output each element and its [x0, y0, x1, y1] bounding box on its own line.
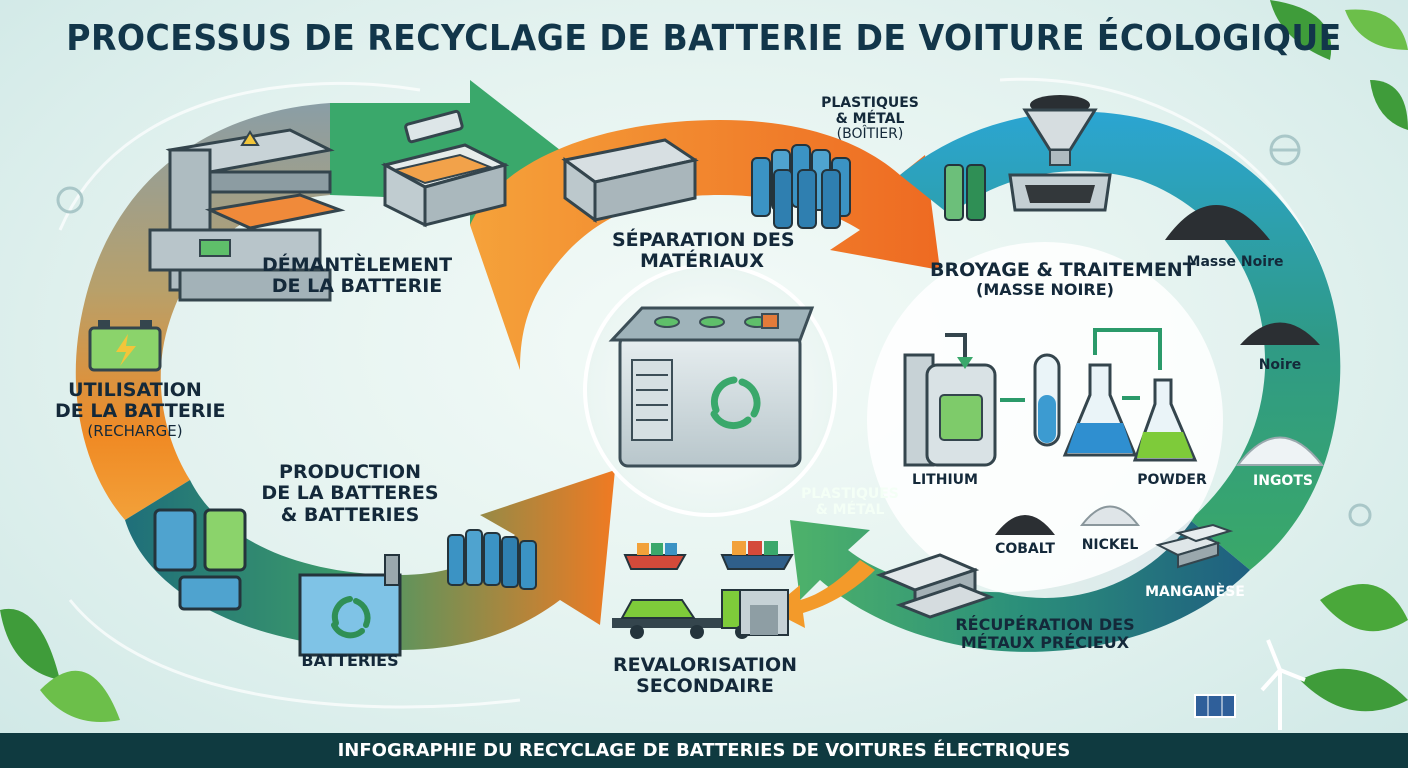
step-revalorisation-label: REVALORISATION SECONDAIRE: [600, 654, 810, 698]
recycle-factory-icon: [298, 554, 402, 657]
step-crushing-line2: (MASSE NOIRE): [976, 280, 1114, 300]
step-recovery-line1: RÉCUPÉRATION DES: [955, 615, 1135, 634]
page-title: PROCESSUS DE RECYCLAGE DE BATTERIE DE VO…: [66, 18, 1342, 59]
arrow-bottom-left: [125, 470, 615, 650]
casing-line2: & MÉTAL: [835, 110, 905, 127]
material-powder: POWDER: [1137, 472, 1207, 488]
cobalt-pile-icon: [995, 515, 1055, 535]
car-battery-recycle-icon: [608, 306, 815, 468]
tow-truck-car-icon: [612, 589, 757, 639]
gear-icon: [56, 186, 1372, 527]
material-lithium: LITHIUM: [912, 472, 978, 488]
battery-module-icon: [380, 109, 510, 228]
plastic-tray-icon: [561, 138, 699, 223]
step-dismantling-line2: DE LA BATTERIE: [271, 275, 443, 298]
step-separation-line1: SÉPARATION DES: [612, 229, 795, 251]
material-masse-noire: Masse Noire: [1186, 254, 1284, 270]
step-usage-line2: DE LA BATTERIE: [55, 400, 226, 423]
wind-turbine-icon: [1260, 639, 1306, 730]
black-mass-pile-icon: [1165, 205, 1320, 345]
process-arrows: [1000, 328, 1162, 402]
test-tube-icon: [1033, 353, 1061, 447]
globe-icon: [1269, 134, 1301, 166]
material-noire: Noire: [1258, 357, 1302, 373]
flask-green-icon: [1132, 378, 1198, 462]
battery-cells-bottom-icon: [447, 529, 537, 590]
step-crushing-label: BROYAGE & TRAITEMENT (MASSE NOIRE): [930, 259, 1196, 300]
manganese-ingots-icon: [1155, 523, 1234, 569]
step-usage-line1: UTILISATION: [68, 379, 202, 401]
cargo-ship-icon: [623, 543, 687, 570]
nickel-pile-icon: [1079, 505, 1141, 526]
reactor-tank-icon: [903, 333, 997, 467]
arrow-bottom-right: [790, 520, 1250, 652]
step-dismantling-line1: DÉMANTÈLEMENT: [262, 254, 453, 276]
step-recovery-line2: MÉTAUX PRÉCIEUX: [960, 632, 1130, 652]
cylinder-batteries-icon: [944, 164, 986, 221]
cargo-ship-icon-2: [720, 541, 794, 570]
arrow-return-orange: [770, 560, 875, 628]
step-production-line2: DE LA BATTERES: [261, 482, 439, 505]
leaf-icon: [0, 0, 1408, 722]
step-revalorisation-line2: SECONDAIRE: [636, 675, 774, 698]
warehouse-icon: [739, 589, 789, 636]
grinder-hopper-icon: [1008, 95, 1112, 212]
material-manganese: MANGANÈSE: [1145, 584, 1245, 600]
flask-icon: [1062, 363, 1138, 457]
casing-line3: (BOÎTIER): [836, 126, 904, 143]
material-cobalt: COBALT: [995, 541, 1055, 557]
step-separation-line2: MATÉRIAUX: [640, 250, 764, 273]
battery-cells-production-icon: [153, 508, 247, 611]
step-separation-label: SÉPARATION DES MATÉRIAUX: [612, 229, 795, 273]
casing-materials-label: PLASTIQUES & MÉTAL (BOÎTIER): [810, 95, 930, 143]
casing-line1: PLASTIQUES: [821, 95, 919, 111]
step-dismantling-label: DÉMANTÈLEMENT DE LA BATTERIE: [262, 254, 453, 298]
material-ingots: INGOTS: [1253, 473, 1313, 489]
factory-batteries-label: BATTERIES: [301, 651, 399, 670]
step-production-line3: & BATTERIES: [280, 503, 420, 526]
step-production-label: PRODUCTION DE LA BATTERES & BATTERIES: [260, 461, 440, 526]
footer-bar: [0, 733, 1408, 768]
step-usage-label: UTILISATION DE LA BATTERIE (RECHARGE): [55, 379, 226, 440]
step-revalorisation-line1: REVALORISATION: [612, 654, 797, 676]
factory-machine-icon: [148, 128, 346, 302]
battery-charge-icon: [88, 320, 162, 372]
material-nickel: NICKEL: [1081, 537, 1139, 553]
battery-cells-icon: [751, 144, 851, 229]
footer-text: INFOGRAPHIE DU RECYCLAGE DE BATTERIES DE…: [337, 740, 1071, 761]
metal-ingots-icon: [875, 553, 995, 619]
plastics-line2: & MÉTAL: [815, 501, 885, 518]
step-production-line1: PRODUCTION: [279, 461, 421, 483]
solar-panel-icon: [1194, 694, 1236, 718]
step-recovery-label: RÉCUPÉRATION DES MÉTAUX PRÉCIEUX: [935, 616, 1155, 652]
step-crushing-line1: BROYAGE & TRAITEMENT: [930, 259, 1196, 281]
plastics-line1: PLASTIQUES: [801, 486, 899, 502]
step-usage-line3: (RECHARGE): [87, 421, 183, 440]
plastics-metal-label: PLASTIQUES & MÉTAL: [795, 486, 905, 518]
white-powder-pile-icon: [1235, 436, 1325, 466]
